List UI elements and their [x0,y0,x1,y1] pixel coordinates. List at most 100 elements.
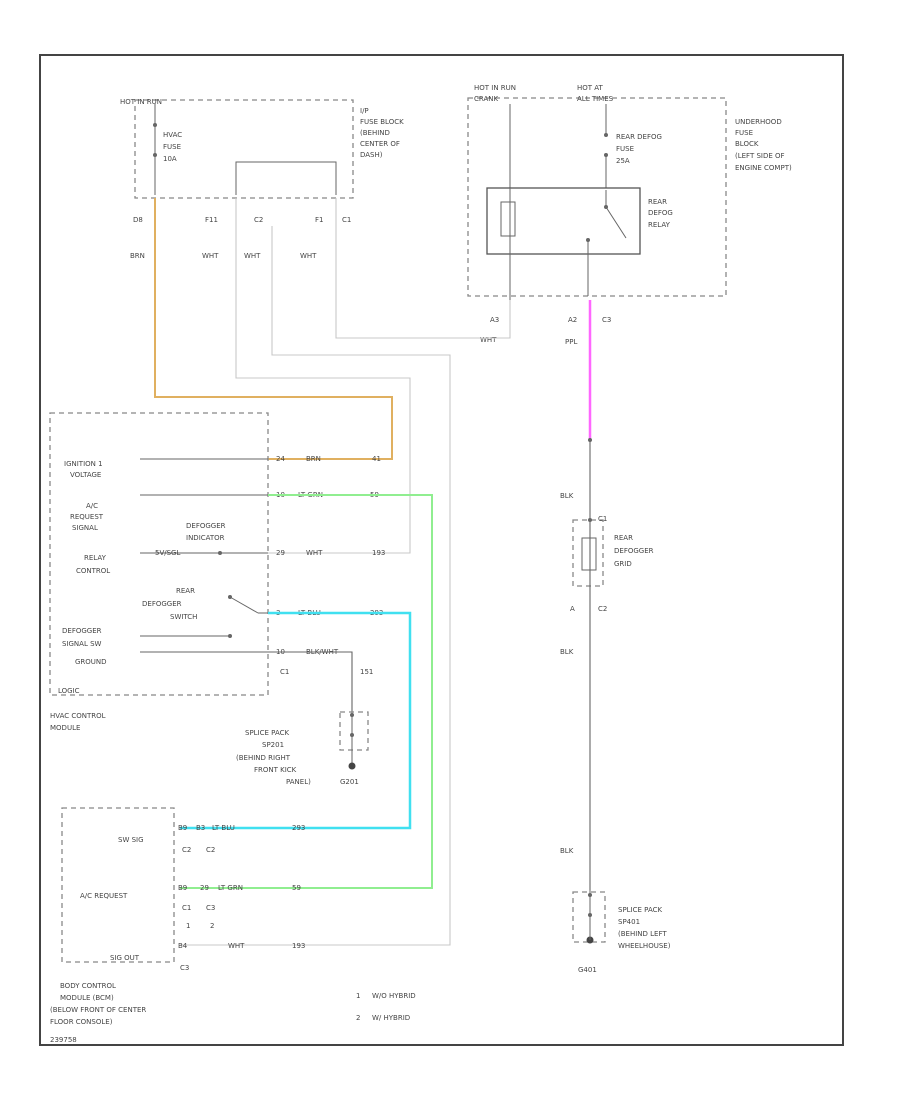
svg-text:RELAY: RELAY [84,554,107,562]
svg-text:2: 2 [356,1014,360,1022]
svg-text:SPLICE PACK: SPLICE PACK [618,906,662,914]
svg-text:IGNITION 1: IGNITION 1 [64,460,103,468]
svg-text:UNDERHOOD: UNDERHOOD [735,118,782,126]
svg-text:REAR: REAR [648,198,667,206]
svg-text:SPLICE PACK: SPLICE PACK [245,729,289,737]
wire-white-f11 [235,198,411,554]
splice-pack-sp401: SPLICE PACK SP401 (BEHIND LEFT WHEELHOUS… [572,890,671,974]
svg-text:SWITCH: SWITCH [170,613,197,621]
svg-text:(LEFT SIDE OF: (LEFT SIDE OF [735,152,785,160]
svg-text:HOT AT: HOT AT [577,84,604,92]
pin-c2: C2 [254,216,263,224]
wire-light-blue [180,611,412,830]
pin-f1: F1 [315,216,323,224]
svg-text:SP201: SP201 [262,741,284,749]
svg-text:LT GRN: LT GRN [218,884,243,892]
svg-text:A: A [570,605,575,613]
svg-text:BLK: BLK [560,492,574,500]
svg-text:(BEHIND LEFT: (BEHIND LEFT [618,930,667,938]
svg-text:REQUEST: REQUEST [70,513,104,521]
svg-text:DEFOGGER: DEFOGGER [142,600,182,608]
wire-white-c2 [180,226,451,946]
svg-text:BLK: BLK [560,648,574,656]
svg-text:DASH): DASH) [360,151,383,159]
svg-text:BODY CONTROL: BODY CONTROL [60,982,116,990]
svg-text:193: 193 [372,549,385,557]
svg-text:FRONT KICK: FRONT KICK [254,766,297,774]
pin-c1: C1 [342,216,351,224]
svg-text:ENGINE COMPT): ENGINE COMPT) [735,164,792,172]
svg-text:C1: C1 [598,515,607,523]
svg-text:2: 2 [210,922,214,930]
svg-text:MODULE (BCM): MODULE (BCM) [60,994,114,1002]
svg-text:25A: 25A [616,157,630,165]
svg-text:BRN: BRN [306,455,321,463]
svg-text:SIGNAL SW: SIGNAL SW [62,640,102,648]
svg-text:293: 293 [292,824,305,832]
svg-text:GRID: GRID [614,560,632,568]
svg-text:C1: C1 [182,904,191,912]
svg-text:B9: B9 [178,824,187,832]
svg-text:5V/SGL: 5V/SGL [155,549,180,557]
svg-text:MODULE: MODULE [50,724,80,732]
svg-text:10A: 10A [163,155,177,163]
svg-text:FUSE: FUSE [163,143,181,151]
svg-text:FLOOR CONSOLE): FLOOR CONSOLE) [50,1018,113,1026]
svg-text:WHT: WHT [202,252,219,260]
svg-text:FUSE: FUSE [616,145,634,153]
ip-hot-label: HOT IN RUN [120,98,162,106]
svg-text:WHT: WHT [306,549,323,557]
svg-text:C3: C3 [602,316,611,324]
svg-text:BLOCK: BLOCK [735,140,759,148]
svg-text:C3: C3 [180,964,189,972]
svg-text:BRN: BRN [130,252,145,260]
svg-text:B3: B3 [196,824,205,832]
figure-code: 239758 [50,1036,77,1044]
svg-text:ALL TIMES: ALL TIMES [577,95,614,103]
svg-text:GROUND: GROUND [75,658,107,666]
svg-text:VOLTAGE: VOLTAGE [70,471,101,479]
svg-text:A3: A3 [490,316,499,324]
svg-text:REAR DEFOG: REAR DEFOG [616,133,662,141]
svg-text:29: 29 [200,884,209,892]
hvac-control-module: IGNITION 1 VOLTAGE A/C REQUEST SIGNAL RE… [49,412,385,732]
svg-text:151: 151 [360,668,373,676]
svg-text:59: 59 [292,884,301,892]
svg-text:SIGNAL: SIGNAL [72,524,98,532]
svg-text:A/C: A/C [86,502,98,510]
svg-text:REAR: REAR [176,587,195,595]
wire-ground-hvac [268,651,353,715]
svg-text:(BEHIND RIGHT: (BEHIND RIGHT [236,754,291,762]
svg-text:FUSE: FUSE [735,129,753,137]
svg-text:INDICATOR: INDICATOR [186,534,225,542]
svg-text:WHT: WHT [244,252,261,260]
svg-text:1: 1 [356,992,360,1000]
svg-text:CENTER OF: CENTER OF [360,140,400,148]
splice-pack-sp201: SPLICE PACK SP201 (BEHIND RIGHT FRONT KI… [236,711,369,786]
wire-orange-brn [154,198,393,460]
svg-text:DEFOGGER: DEFOGGER [614,547,654,555]
svg-text:CRANK: CRANK [474,95,498,103]
svg-text:C2: C2 [182,846,191,854]
svg-text:DEFOG: DEFOG [648,209,673,217]
svg-text:HVAC CONTROL: HVAC CONTROL [50,712,106,720]
svg-text:SP401: SP401 [618,918,640,926]
svg-text:W/ HYBRID: W/ HYBRID [372,1014,410,1022]
svg-text:WHT: WHT [480,336,497,344]
svg-text:HOT IN RUN: HOT IN RUN [474,84,516,92]
svg-text:PPL: PPL [565,338,577,346]
svg-text:(BEHIND: (BEHIND [360,129,390,137]
svg-text:29: 29 [276,549,285,557]
wire-white-f1 [335,198,511,339]
diagram-border [39,54,844,1046]
svg-text:193: 193 [292,942,305,950]
svg-text:LT BLU: LT BLU [212,824,235,832]
svg-text:C3: C3 [206,904,215,912]
svg-text:A/C REQUEST: A/C REQUEST [80,892,128,900]
svg-text:B4: B4 [178,942,188,950]
svg-text:DEFOGGER: DEFOGGER [186,522,226,530]
pin-f11: F11 [205,216,218,224]
svg-text:A2: A2 [568,316,577,324]
svg-text:1: 1 [186,922,190,930]
